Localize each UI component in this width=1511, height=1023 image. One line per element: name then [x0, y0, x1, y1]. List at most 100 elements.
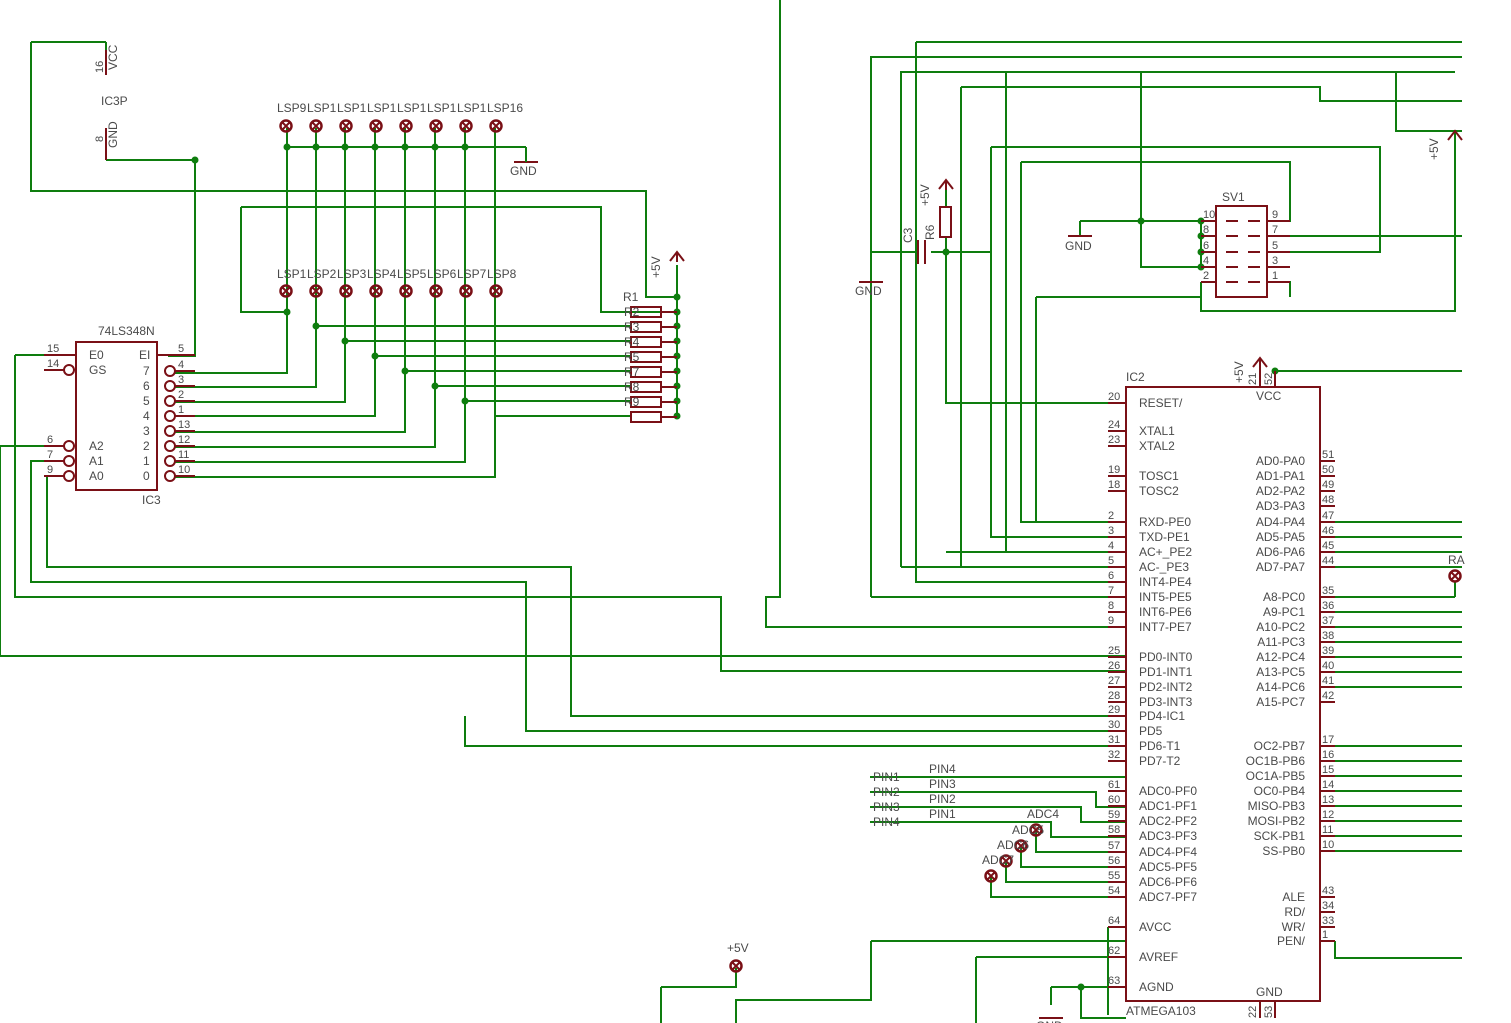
junction-dot	[401, 367, 409, 375]
pin-number: 14	[1322, 779, 1334, 791]
part-name: IC3	[142, 493, 161, 507]
junction-dot	[371, 352, 379, 360]
power-pin	[1259, 1001, 1276, 1018]
pin-number: 47	[1322, 510, 1334, 522]
inversion-bubble	[63, 364, 75, 376]
wire	[168, 128, 466, 463]
pin-label: AD7-PA7	[1256, 560, 1305, 574]
pin-number: 51	[1322, 449, 1334, 461]
pin-number: 27	[1108, 675, 1120, 687]
pin-number: 57	[1108, 840, 1120, 852]
pin-number: 31	[1108, 734, 1120, 746]
pin-label: PD5	[1139, 724, 1163, 738]
pin-label: 2	[143, 439, 150, 453]
pin-number: 16	[94, 61, 106, 73]
pin-label: VCC	[106, 44, 120, 70]
pin-number: 15	[1322, 764, 1334, 776]
gnd-label: GND	[1036, 1019, 1063, 1023]
pin-number: 12	[178, 434, 190, 446]
resistor-label: R7	[624, 365, 640, 379]
part-type: 74LS348N	[98, 324, 155, 338]
pin-label: ADC2-PF2	[1139, 814, 1197, 828]
wire	[1005, 71, 1462, 553]
junction-dot	[431, 382, 439, 390]
pad-label: ADC5	[1012, 823, 1044, 837]
junction-dot	[1077, 983, 1085, 991]
pad-label: LSP1	[367, 101, 397, 115]
pin-number: 4	[1108, 540, 1114, 552]
resistor-label: R3	[624, 320, 640, 334]
pin-label: ADC1-PF1	[1139, 799, 1197, 813]
pin-number: 55	[1108, 870, 1120, 882]
test-pad-icon	[984, 869, 998, 883]
pin-number: 46	[1322, 525, 1334, 537]
junction-dot	[431, 143, 439, 151]
wire	[1200, 131, 1456, 312]
wire	[1140, 72, 1201, 268]
pin-number: 9	[47, 464, 53, 476]
pin-label: PD1-INT1	[1139, 665, 1193, 679]
pin-number: 50	[1322, 464, 1334, 476]
pin-label: PD7-T2	[1139, 754, 1181, 768]
pin-number: 42	[1322, 690, 1334, 702]
wire	[30, 460, 1126, 732]
pin-label: 4	[143, 409, 150, 423]
gnd-label: GND	[510, 164, 537, 178]
pin-label: INT4-PE4	[1139, 575, 1192, 589]
pin-number: 37	[1322, 615, 1334, 627]
pin-number: 16	[1322, 749, 1334, 761]
pin-label: XTAL2	[1139, 439, 1175, 453]
pin-label: SCK-PB1	[1254, 829, 1306, 843]
inversion-bubble	[164, 365, 176, 377]
junction-dot	[283, 308, 291, 316]
wire	[975, 956, 1126, 1023]
pin-number: 48	[1322, 494, 1334, 506]
supply-label: +5V	[727, 941, 749, 955]
pin-label: ALE	[1282, 890, 1305, 904]
pin-label: AGND	[1139, 980, 1174, 994]
pin-number: 32	[1108, 749, 1120, 761]
pin-label: OC1B-PB6	[1246, 754, 1306, 768]
pad-label: LSP1	[337, 101, 367, 115]
wire	[946, 86, 1462, 568]
wire	[990, 876, 1126, 898]
pin-number: 3	[1108, 525, 1114, 537]
wire	[1020, 846, 1126, 868]
inversion-bubble	[63, 470, 75, 482]
pin-label: ADC4-PF4	[1139, 845, 1197, 859]
wire	[14, 355, 1126, 672]
net-label: PIN1	[929, 807, 956, 821]
pin-number: 5	[1272, 240, 1278, 252]
pin-label: TXD-PE1	[1139, 530, 1190, 544]
pin-label: VCC	[1256, 389, 1282, 403]
pin-number: 8	[1203, 224, 1209, 236]
pin-number: 23	[1108, 434, 1120, 446]
pin-label: SS-PB0	[1262, 844, 1305, 858]
pin-number: 13	[178, 419, 190, 431]
pin-number: 35	[1322, 585, 1334, 597]
pin-number: 1	[1272, 270, 1278, 282]
pin-label: GS	[89, 363, 106, 377]
pin-label: A11-PC3	[1257, 635, 1305, 649]
pin-label: A0	[89, 469, 104, 483]
pin-label: PEN/	[1277, 934, 1306, 948]
pin-number: 21	[1247, 373, 1259, 385]
pin-number: 39	[1322, 645, 1334, 657]
pin-number: 34	[1322, 900, 1334, 912]
pin-number: 40	[1322, 660, 1334, 672]
pin-label: 7	[143, 364, 150, 378]
pin-number: 24	[1108, 419, 1120, 431]
pin-number: 12	[1322, 809, 1334, 821]
pin-number: 8	[1108, 600, 1114, 612]
pin-label: PD3-INT3	[1139, 695, 1193, 709]
pin-label: INT5-PE5	[1139, 590, 1192, 604]
pin-label: A9-PC1	[1263, 605, 1305, 619]
pin-label: A12-PC4	[1256, 650, 1305, 664]
wire	[870, 806, 1126, 838]
pin-number: 45	[1322, 540, 1334, 552]
net-label: PIN4	[873, 815, 900, 829]
pin-number: 61	[1108, 779, 1120, 791]
pin-label: TOSC2	[1139, 484, 1179, 498]
pin-label: ADC3-PF3	[1139, 829, 1197, 843]
pad-label: LSP2	[307, 267, 337, 281]
